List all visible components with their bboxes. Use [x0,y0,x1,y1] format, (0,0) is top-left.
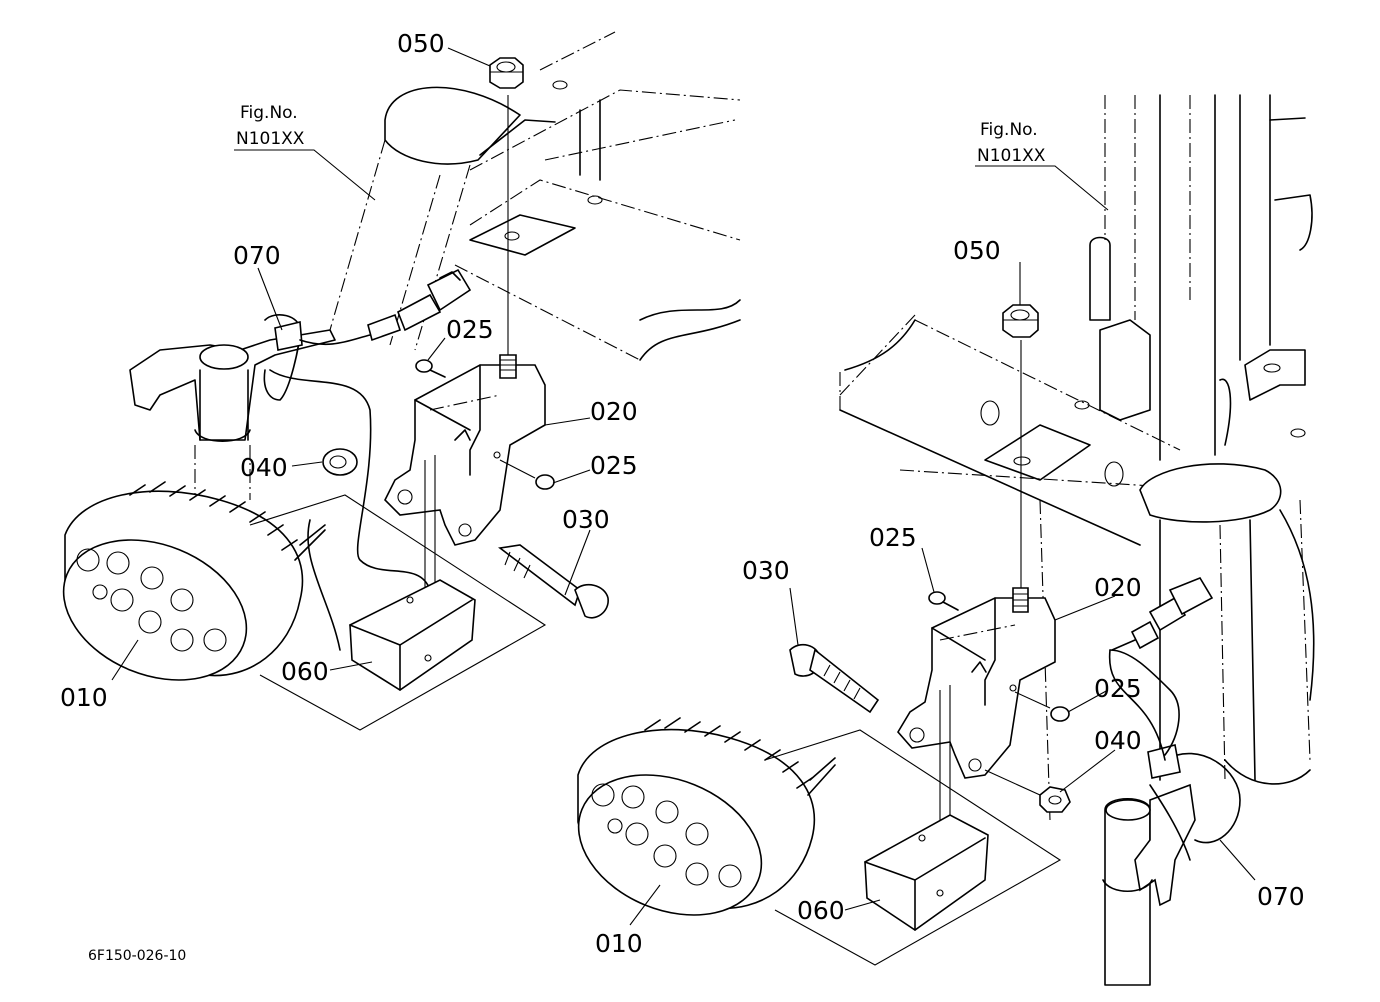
right-callout-020: 020 [1094,573,1142,602]
left-callout-025-top: 025 [446,315,494,344]
right-screw-025-top [928,591,959,611]
right-view [577,94,1315,986]
left-guard-060 [349,579,476,691]
right-fig-ref-number: N101XX [977,146,1046,166]
left-callout-060: 060 [281,657,329,686]
right-callout-050: 050 [953,236,1001,265]
right-lamp-leds [591,783,742,888]
leader-lines [111,47,1256,926]
left-screw-025-side [499,459,555,490]
left-screw-025-top [415,359,446,378]
right-post-bracket [1102,783,1196,986]
left-collar-040 [322,448,358,476]
left-nut-050 [489,57,524,89]
right-fig-ref-label: Fig.No. [980,120,1038,140]
right-screw-025-side [1014,691,1070,722]
left-view [62,31,741,731]
left-lamp-leds [76,548,227,652]
figure-references: Fig.No. N101XX Fig.No. N101XX [236,103,1046,166]
right-guard-060 [864,814,989,931]
left-callout-030: 030 [562,505,610,534]
right-wiring [1108,577,1214,861]
right-callout-070: 070 [1257,882,1305,911]
right-callout-030: 030 [742,556,790,585]
right-callout-040: 040 [1094,726,1142,755]
left-bracket-020 [384,95,546,670]
left-callout-020: 020 [590,397,638,426]
left-wiring [269,268,472,651]
right-work-lamp-010 [577,717,1062,966]
left-fig-ref-label: Fig.No. [240,103,298,123]
left-callout-025-side: 025 [590,451,638,480]
right-callout-060: 060 [797,896,845,925]
right-cable-tie-070 [1147,744,1241,844]
drawing-code: 6F150-026-10 [88,948,186,964]
right-bolt-030 [789,643,880,714]
right-callout-025-top: 025 [869,523,917,552]
left-fig-ref-number: N101XX [236,129,305,149]
right-frame [839,94,1315,821]
left-frame [329,31,741,361]
right-nut-050 [1002,304,1039,338]
left-callout-040: 040 [240,453,288,482]
right-nut-040 [984,769,1071,813]
right-callout-010: 010 [595,929,643,958]
left-callout-010: 010 [60,683,108,712]
left-callout-070: 070 [233,241,281,270]
left-bolt-030 [498,544,609,619]
right-callout-025-side: 025 [1094,674,1142,703]
left-work-lamp-010 [62,481,547,731]
left-callout-050: 050 [397,29,445,58]
callout-labels: 050 070 025 020 040 025 030 060 010 050 … [60,29,1305,958]
right-bracket-020 [897,340,1056,860]
left-post-bracket [129,329,336,500]
